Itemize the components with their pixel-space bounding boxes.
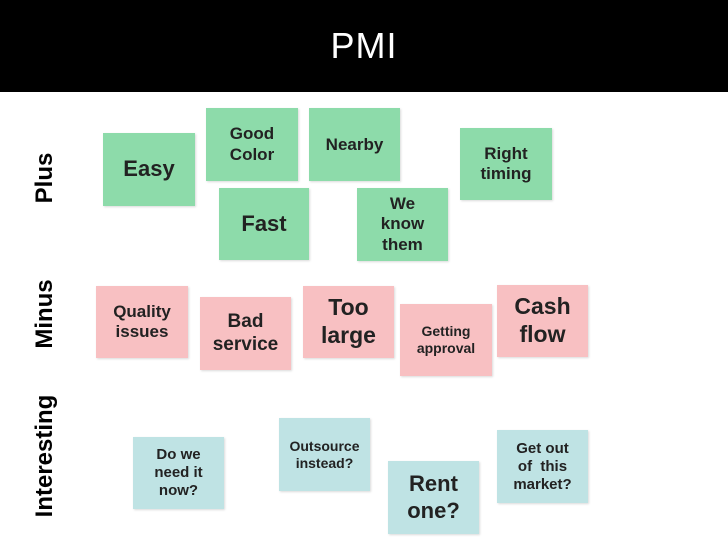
row-label-minus: Minus xyxy=(31,279,58,349)
note-cash-flow: Cash flow xyxy=(497,285,588,357)
row-label-plus: Plus xyxy=(31,152,58,204)
note-too-large: Too large xyxy=(303,286,394,358)
note-good-color: Good Color xyxy=(206,108,298,181)
note-do-we-need-it-now: Do we need it now? xyxy=(133,437,224,509)
note-quality-issues: Quality issues xyxy=(96,286,188,358)
title-bar: PMI xyxy=(0,0,728,92)
note-rent-one: Rent one? xyxy=(388,461,479,534)
note-easy: Easy xyxy=(103,133,195,206)
note-getting-approval: Getting approval xyxy=(400,304,492,376)
note-fast: Fast xyxy=(219,188,309,260)
note-nearby: Nearby xyxy=(309,108,400,181)
note-outsource-instead: Outsource instead? xyxy=(279,418,370,491)
note-bad-service: Bad service xyxy=(200,297,291,370)
page-title: PMI xyxy=(330,25,398,66)
note-right-timing: Right timing xyxy=(460,128,552,200)
note-we-know-them: We know them xyxy=(357,188,448,261)
row-label-interesting: Interesting xyxy=(31,394,58,518)
note-get-out-of-this-market: Get out of this market? xyxy=(497,430,588,503)
